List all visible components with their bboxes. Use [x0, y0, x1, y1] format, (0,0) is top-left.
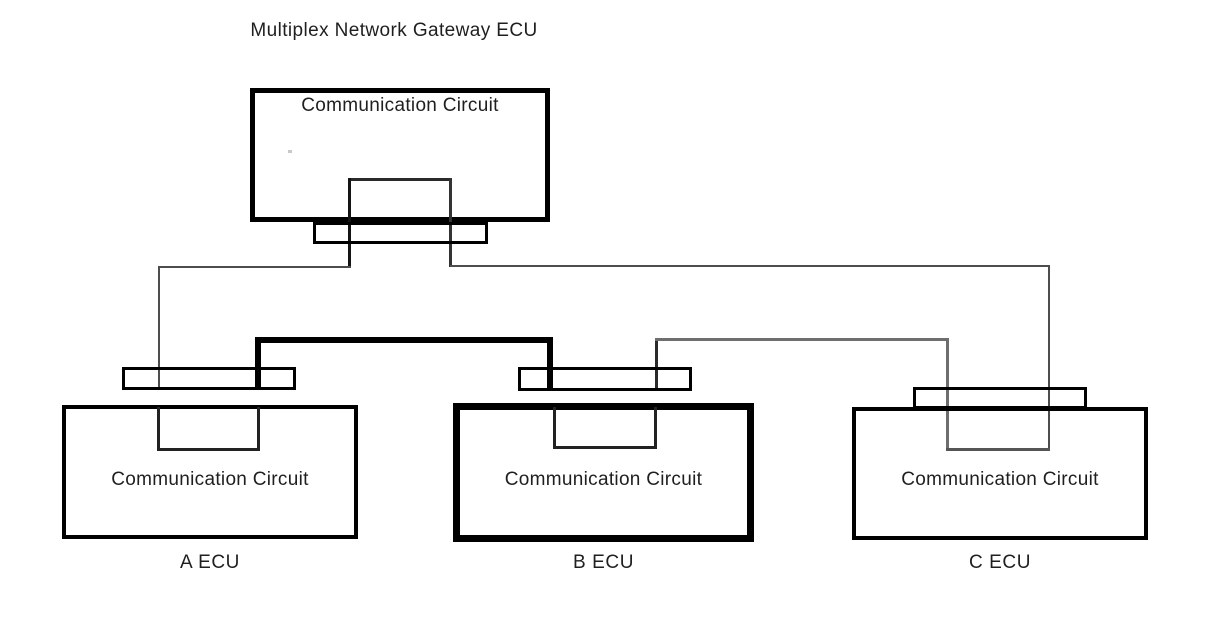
- gateway-ecu-box: [250, 88, 550, 222]
- ecu-a-circuit-label: Communication Circuit: [111, 469, 309, 490]
- ecu-c-name: C ECU: [968, 552, 1032, 573]
- ecu-b-name: B ECU: [572, 552, 635, 573]
- ecu-c-box: [852, 407, 1148, 540]
- wire-b-to-c-vertical-c-side: [946, 338, 949, 450]
- wire-gateway-to-a-horizontal: [158, 266, 351, 268]
- gateway-port-top-edge: [348, 178, 452, 181]
- wire-gateway-to-a-vertical: [158, 266, 160, 389]
- ecu-c-connector-bar: [913, 387, 1087, 409]
- bus-a-to-b-left-vertical: [255, 337, 261, 390]
- ecu-b-connector-bar: [518, 367, 692, 391]
- gateway-circuit-label: Communication Circuit: [301, 95, 499, 116]
- ecu-a-connector-bar: [122, 367, 296, 390]
- ecu-c-connector-port-bottom: [946, 448, 1050, 451]
- ecu-b-box: [453, 403, 754, 542]
- bus-a-to-b-right-vertical: [547, 337, 553, 390]
- wire-gateway-to-c-vertical: [1048, 265, 1050, 450]
- wire-b-to-c-vertical-b-side: [655, 338, 658, 390]
- ecu-a-name: A ECU: [179, 552, 241, 573]
- bus-a-to-b-horizontal: [255, 337, 553, 343]
- scan-artifact-dot: [288, 150, 292, 153]
- wire-b-to-c-horizontal: [655, 338, 949, 341]
- ecu-b-circuit-label: Communication Circuit: [504, 469, 703, 490]
- wire-gateway-to-c-horizontal: [450, 265, 1050, 267]
- ecu-a-connector-port: [157, 407, 260, 451]
- ecu-a-box: [62, 405, 358, 539]
- ecu-c-circuit-label: Communication Circuit: [901, 469, 1099, 490]
- diagram-title: Multiplex Network Gateway ECU: [250, 20, 538, 41]
- gateway-connector-bar: [313, 222, 488, 244]
- ecu-b-connector-port: [553, 407, 657, 449]
